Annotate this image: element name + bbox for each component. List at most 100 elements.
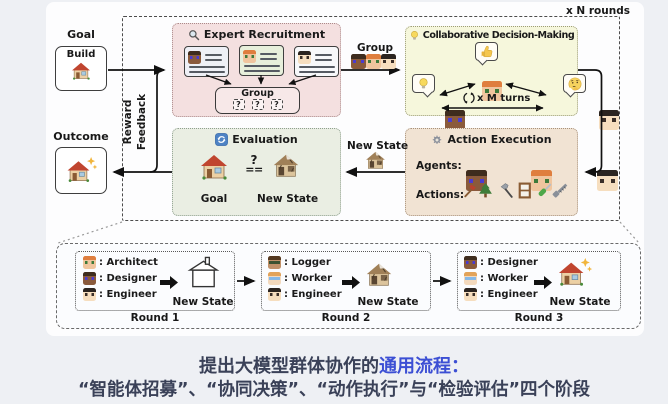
block-arrow-icon	[160, 276, 178, 289]
steve-face-icon	[83, 272, 96, 285]
group-faces	[351, 54, 396, 69]
idea-bubble	[412, 74, 435, 93]
sparkle-house-icon	[65, 156, 97, 185]
axe-icon	[461, 182, 478, 199]
steve-face-icon	[188, 51, 201, 64]
member-role: : Designer	[480, 257, 538, 268]
sparkle-house-icon	[556, 257, 592, 289]
caption-line-1: 提出大模型群体协作的通用流程：	[199, 356, 469, 377]
evaluation-box: Evaluation ? == Goal New State	[172, 128, 341, 216]
rounds-note: x N rounds	[566, 5, 630, 17]
hammer-icon	[499, 182, 516, 199]
flow-new-state-label: New State	[347, 140, 409, 152]
round-state-label: New State	[549, 296, 611, 308]
logger-face-icon	[268, 256, 281, 269]
steve-face-icon	[464, 256, 477, 269]
decision-making-box: Collaborative Decision-Making x M turns	[405, 26, 620, 130]
decision-making-title: Collaborative Decision-Making	[406, 27, 577, 41]
worker-face-icon	[268, 272, 281, 285]
eval-new-state-label: New State	[257, 193, 319, 205]
damaged-house-icon	[364, 149, 387, 172]
flow-group-label: Group	[356, 42, 393, 54]
rounds-timeline-panel	[56, 243, 641, 329]
actions-label: Actions:	[416, 189, 465, 201]
gear-icon	[431, 134, 443, 146]
rounds-loop-frame	[122, 16, 620, 221]
lightbulb-icon	[417, 77, 430, 90]
thinking-face-icon	[568, 77, 582, 91]
member-role: : Engineer	[99, 289, 157, 300]
house-icon	[198, 151, 230, 183]
damaged-house-icon	[271, 151, 301, 181]
cycle-icon	[463, 92, 475, 104]
outcome-label: Outcome	[53, 130, 109, 143]
member-role: : Designer	[99, 273, 157, 284]
steve-face-icon	[351, 54, 366, 69]
round-2-box: : Logger : Worker : Engineer New State	[261, 251, 431, 311]
action-execution-box: Action Execution Agents: Actions:	[405, 128, 619, 216]
bolt-icon	[552, 182, 569, 199]
caption-highlight: 通用流程：	[379, 356, 469, 377]
action-execution-title: Action Execution	[406, 129, 577, 146]
alex-face-icon	[243, 50, 256, 63]
kid-face-icon	[381, 54, 396, 69]
outcome-box	[55, 147, 107, 194]
alex-face-icon	[366, 54, 381, 69]
house-icon	[70, 60, 92, 82]
expert-recruitment-box: Expert Recruitment Group ? ? ?	[172, 23, 341, 117]
kid-face-icon	[298, 51, 311, 64]
recruited-group-box: Group ? ? ?	[215, 87, 300, 114]
alex-face-icon	[531, 170, 553, 191]
member-role: : Worker	[284, 273, 333, 284]
round-2-label: Round 2	[321, 312, 371, 324]
round-1-label: Round 1	[130, 312, 180, 324]
magnifier-icon	[188, 29, 200, 41]
thinking-bubble	[563, 74, 586, 93]
kid-face-icon	[83, 288, 96, 301]
goal-label: Goal	[67, 28, 95, 41]
expert-card	[294, 46, 339, 77]
round-state-label: New State	[172, 296, 234, 308]
expert-card	[239, 45, 284, 76]
damaged-house-icon	[364, 260, 394, 290]
round-1-box: : Architect : Designer : Engineer New St…	[75, 251, 235, 311]
placeholder-agent: ?	[232, 99, 245, 110]
round-3-label: Round 3	[514, 312, 564, 324]
steve-face-icon	[445, 110, 466, 130]
thumbs-up-icon	[480, 45, 493, 58]
expert-card	[184, 46, 229, 77]
round-3-box: : Designer : Worker : Engineer New State	[457, 251, 621, 311]
window-icon	[516, 182, 533, 199]
member-role: : Logger	[284, 257, 331, 268]
member-role: : Engineer	[284, 289, 342, 300]
question-equals: ? ==	[245, 153, 263, 176]
placeholder-agent: ?	[270, 99, 283, 110]
screwdriver-icon	[536, 182, 553, 199]
expert-recruitment-title: Expert Recruitment	[173, 24, 340, 41]
kid-face-icon	[464, 288, 477, 301]
member-role: : Engineer	[480, 289, 538, 300]
worker-face-icon	[464, 272, 477, 285]
goal-box: Build	[55, 46, 107, 91]
kid-face-icon	[268, 288, 281, 301]
round-state-label: New State	[357, 296, 419, 308]
group-box-label: Group	[241, 88, 274, 99]
eval-goal-label: Goal	[200, 193, 228, 205]
agree-bubble	[475, 42, 498, 61]
agents-label: Agents:	[416, 160, 462, 172]
turns-note: x M turns	[477, 93, 531, 104]
refresh-icon	[215, 133, 228, 146]
alex-face-icon	[83, 256, 96, 269]
placeholder-agent: ?	[251, 99, 264, 110]
caption-line-2: “智能体招募”、“协同决策”、“动作执行”与“检验评估”四个阶段	[77, 380, 590, 400]
member-role: : Worker	[480, 273, 529, 284]
member-role: : Architect	[99, 257, 158, 268]
outline-house-icon	[186, 256, 221, 290]
block-arrow-icon	[342, 276, 360, 289]
kid-face-icon	[599, 110, 620, 130]
reward-feedback-label: Reward Feedback	[122, 93, 148, 151]
alex-face-icon	[482, 81, 502, 101]
kid-face-icon	[597, 170, 619, 191]
evaluation-title: Evaluation	[173, 129, 340, 146]
tree-icon	[477, 182, 494, 199]
